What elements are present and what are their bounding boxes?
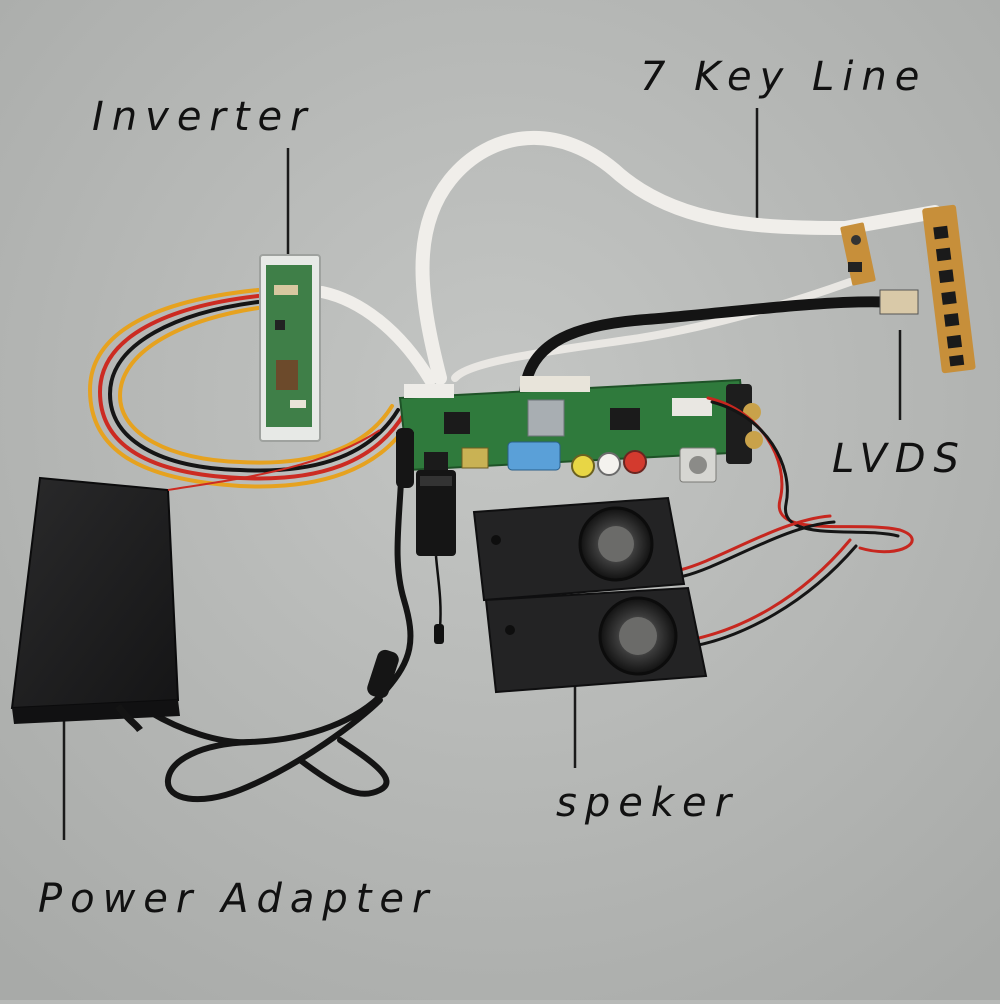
ferrite-bead [367,649,399,699]
label-7-key-line: 7 Key Line [640,54,928,100]
ir-receiver-board [840,222,876,286]
adapter-red-wire [167,429,381,491]
keypad-board [922,204,976,374]
key-signal-cable [451,278,854,382]
controller-board [396,376,763,483]
seven-key-ribbon [415,130,942,385]
ribbon-cables [316,130,942,386]
speaker-top [472,496,686,602]
speaker-wires [678,396,914,648]
label-speaker: speker [556,780,740,826]
ir-sensor-wire [434,555,442,629]
ir-sensor [434,624,444,644]
lvds-connector [879,289,919,315]
usb-dongle [416,470,456,556]
inverter-ribbon [316,286,436,386]
inverter-board [259,254,321,442]
leader-lines [62,108,902,840]
lvds-cable [519,296,891,396]
speaker-bottom [484,586,708,694]
label-inverter: Inverter [92,94,315,140]
label-power-adapter: Power Adapter [38,876,437,922]
label-lvds: LVDS [832,436,967,482]
inverter-wires [87,288,412,489]
power-adapter [10,476,180,733]
dc-plug [396,428,414,488]
